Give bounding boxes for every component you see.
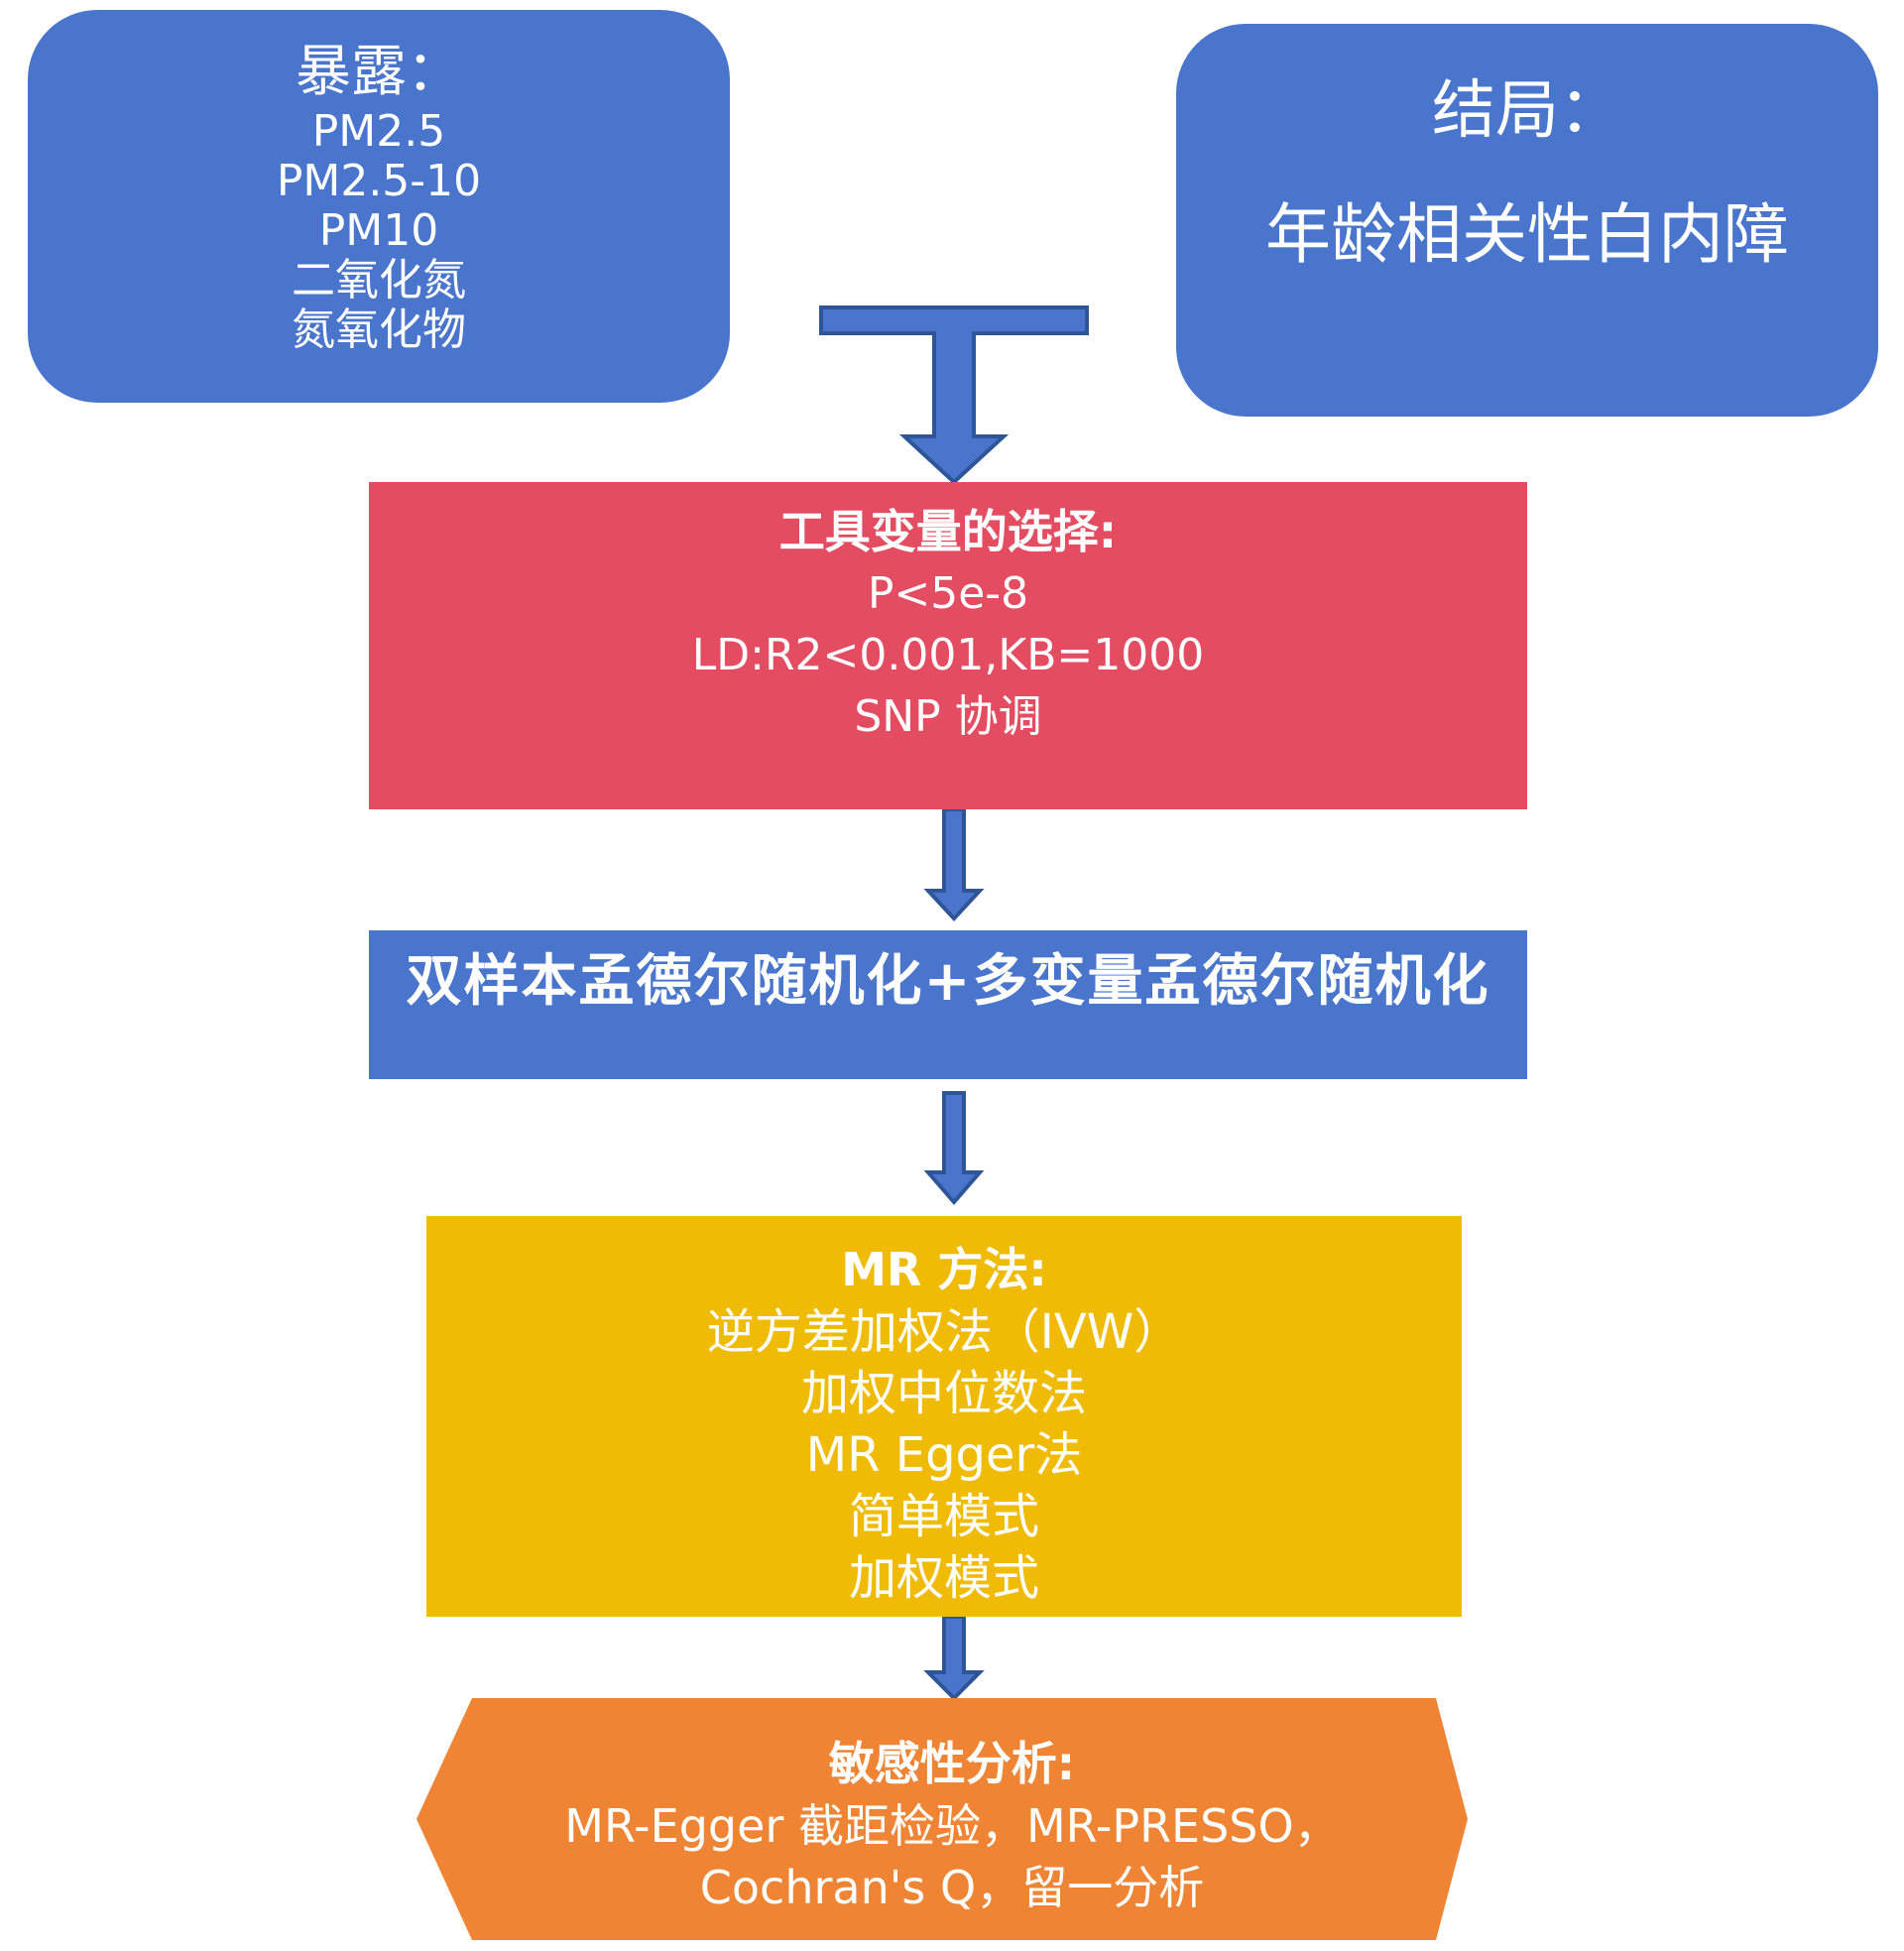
exposure-item: 二氧化氮	[292, 255, 466, 305]
exposure-item: PM10	[318, 205, 439, 256]
mr-method-item: MR Egger法	[805, 1427, 1083, 1483]
instrument-selection-title: 工具变量的选择:	[778, 505, 1118, 558]
exposure-item: 氮氧化物	[292, 305, 466, 355]
arrow-methods-to-sensitivity	[923, 1615, 985, 1701]
instrument-selection-line: LD:R2<0.001,KB=1000	[691, 630, 1205, 680]
instrument-selection-line: P<5e-8	[867, 568, 1029, 619]
mr-methods-box: MR 方法: 逆方差加权法（IVW） 加权中位数法 MR Egger法 简单模式…	[426, 1226, 1462, 1607]
arrow-iv-to-mr	[923, 807, 985, 921]
sensitivity-line: MR-Egger 截距检验，MR-PRESSO，	[564, 1799, 1340, 1853]
exposure-item: PM2.5-10	[276, 156, 482, 206]
instrument-selection-line: SNP 协调	[854, 691, 1042, 742]
sensitivity-title: 敏感性分析:	[828, 1737, 1076, 1790]
sensitivity-line: Cochran's Q，留一分析	[699, 1861, 1205, 1914]
exposure-box: 暴露： PM2.5 PM2.5-10 PM10 二氧化氮 氮氧化物	[28, 10, 730, 403]
mr-methods-background	[426, 1216, 1462, 1617]
mr-design-box: 双样本孟德尔随机化+多变量孟德尔随机化	[369, 930, 1527, 1079]
exposure-item: PM2.5	[311, 106, 446, 157]
merge-arrow	[819, 305, 1089, 485]
arrow-mr-to-methods	[923, 1091, 985, 1206]
sensitivity-box: 敏感性分析: MR-Egger 截距检验，MR-PRESSO， Cochran'…	[456, 1694, 1448, 1942]
mr-method-item: 逆方差加权法（IVW）	[706, 1304, 1182, 1360]
outcome-subtitle: 年龄相关性白内障	[1265, 196, 1789, 273]
mr-method-item: 加权中位数法	[800, 1366, 1087, 1421]
sensitivity-hexagon	[416, 1698, 1468, 1940]
exposure-title: 暴露：	[296, 40, 462, 104]
mr-methods-title: MR 方法:	[841, 1243, 1047, 1296]
mr-method-item: 简单模式	[848, 1489, 1039, 1544]
mr-method-item: 加权模式	[848, 1550, 1039, 1606]
outcome-box: 结局： 年龄相关性白内障	[1176, 24, 1878, 417]
instrument-selection-box: 工具变量的选择: P<5e-8 LD:R2<0.001,KB=1000 SNP …	[369, 482, 1527, 809]
outcome-title: 结局：	[1432, 74, 1622, 148]
mr-design-title: 双样本孟德尔随机化+多变量孟德尔随机化	[406, 949, 1490, 1014]
